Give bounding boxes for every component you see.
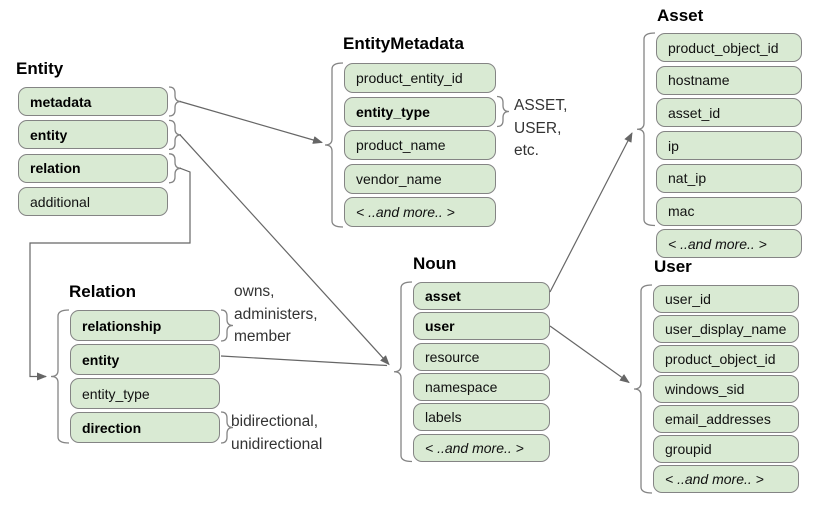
field-asset-hostname: hostname	[656, 65, 802, 95]
field-user-and-more: < ..and more.. >	[653, 465, 799, 493]
brace-right-relation-relationship	[220, 309, 234, 342]
group-title-asset: Asset	[657, 6, 704, 25]
annotation-line: member	[234, 328, 291, 345]
field-asset-and-more: < ..and more.. >	[656, 229, 802, 259]
field-noun-user: user	[413, 312, 550, 341]
field-entity-entity: entity	[18, 120, 168, 150]
group-title-entity-metadata: EntityMetadata	[343, 34, 464, 53]
field-asset-product_object_id: product_object_id	[656, 33, 802, 62]
field-noun-asset: asset	[413, 282, 550, 310]
field-entity-relation: relation	[18, 153, 168, 183]
group-title-entity: Entity	[16, 59, 64, 78]
field-entity-metadata-product_name: product_name	[344, 130, 496, 160]
annotation-line: unidirectional	[231, 435, 323, 453]
annotation-direction-values: bidirectional, unidirectional	[231, 411, 322, 456]
field-relation-relationship: relationship	[70, 310, 220, 341]
annotation-line: etc.	[514, 142, 539, 159]
field-user-product_object_id: product_object_id	[653, 345, 799, 373]
annotation-entity-type-values: ASSET, USER, etc.	[514, 95, 567, 163]
annotation-line: USER,	[514, 119, 562, 137]
group-title-relation: Relation	[69, 282, 137, 301]
annotation-line: administers,	[234, 305, 318, 323]
field-noun-namespace: namespace	[413, 372, 550, 401]
brace-left-relation	[50, 309, 70, 444]
field-asset-asset_id: asset_id	[656, 98, 802, 128]
field-relation-entity: entity	[70, 344, 220, 375]
field-entity-metadata-vendor_name: vendor_name	[344, 163, 496, 194]
field-user-groupid: groupid	[653, 435, 799, 463]
field-asset-ip: ip	[656, 131, 802, 161]
brace-right-entity-relation	[168, 153, 182, 184]
field-relation-entity_type: entity_type	[70, 378, 220, 409]
annotation-line: owns,	[234, 283, 275, 300]
brace-right-entity-metadata	[168, 86, 182, 117]
connector-entity-metadata-to-entitymetadata	[179, 100, 323, 144]
field-asset-nat_ip: nat_ip	[656, 163, 802, 193]
field-entity-additional: additional	[18, 187, 168, 217]
group-title-user: User	[654, 257, 692, 276]
field-noun-labels: labels	[413, 403, 550, 432]
annotation-line: ASSET,	[514, 97, 568, 114]
annotation-relationship-values: owns, administers, member	[234, 281, 318, 349]
field-user-user_id: user_id	[653, 285, 799, 313]
field-entity-metadata-and-more: < ..and more.. >	[344, 197, 496, 227]
field-relation-direction: direction	[70, 412, 220, 443]
field-entity-metadata-entity_type: entity_type	[344, 96, 496, 127]
field-user-user_display_name: user_display_name	[653, 315, 799, 343]
field-entity-metadata: metadata	[18, 87, 168, 116]
field-noun-resource: resource	[413, 342, 550, 371]
group-title-noun: Noun	[413, 254, 457, 273]
brace-right-entity-entity	[168, 119, 182, 151]
brace-left-user	[633, 284, 653, 494]
brace-right-entity-metadata-entity_type	[496, 95, 510, 128]
field-user-email_addresses: email_addresses	[653, 405, 799, 433]
annotation-line: bidirectional,	[231, 413, 319, 430]
field-user-windows_sid: windows_sid	[653, 375, 799, 403]
field-asset-mac: mac	[656, 196, 802, 226]
brace-left-entity-metadata	[324, 62, 344, 228]
brace-left-noun	[393, 281, 413, 463]
field-entity-metadata-product_entity_id: product_entity_id	[344, 63, 496, 93]
brace-left-asset	[636, 32, 656, 227]
field-noun-and-more: < ..and more.. >	[413, 433, 550, 462]
connector-noun-user-to-user	[549, 325, 630, 384]
connector-relation-entity-to-noun	[220, 355, 388, 367]
